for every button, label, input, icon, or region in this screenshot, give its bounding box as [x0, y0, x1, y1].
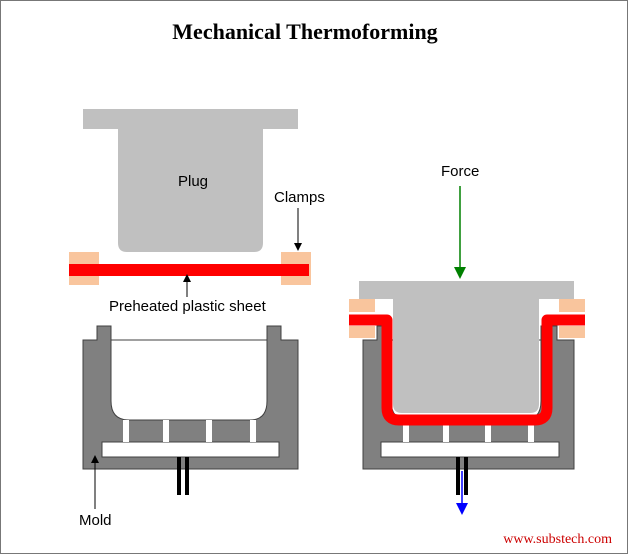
mold-label: Mold [79, 512, 112, 529]
vent-pipe-left-a [177, 457, 181, 495]
vent-pipe-left-b [185, 457, 189, 495]
credit-link[interactable]: www.substech.com [503, 532, 612, 547]
vent-pipe-right-a [456, 457, 460, 495]
plug-left [83, 109, 298, 252]
clamp-right-a-top [349, 299, 375, 312]
clamp-right-a-bottom [349, 326, 375, 338]
vent-pipe-right-b [464, 457, 468, 495]
mold-left [82, 325, 299, 470]
diagram-title: Mechanical Thermoforming [172, 19, 437, 44]
mold-right [362, 325, 575, 470]
clamp-right-b-top [559, 299, 585, 312]
sheet-label: Preheated plastic sheet [109, 298, 267, 315]
plastic-sheet-flat [69, 264, 309, 276]
clamp-right-b-bottom [559, 326, 585, 338]
plug-right [359, 281, 574, 413]
plug-label: Plug [178, 173, 208, 190]
plastic-sheet-formed [349, 314, 585, 426]
force-label: Force [441, 163, 479, 180]
clamps-label: Clamps [274, 189, 325, 206]
